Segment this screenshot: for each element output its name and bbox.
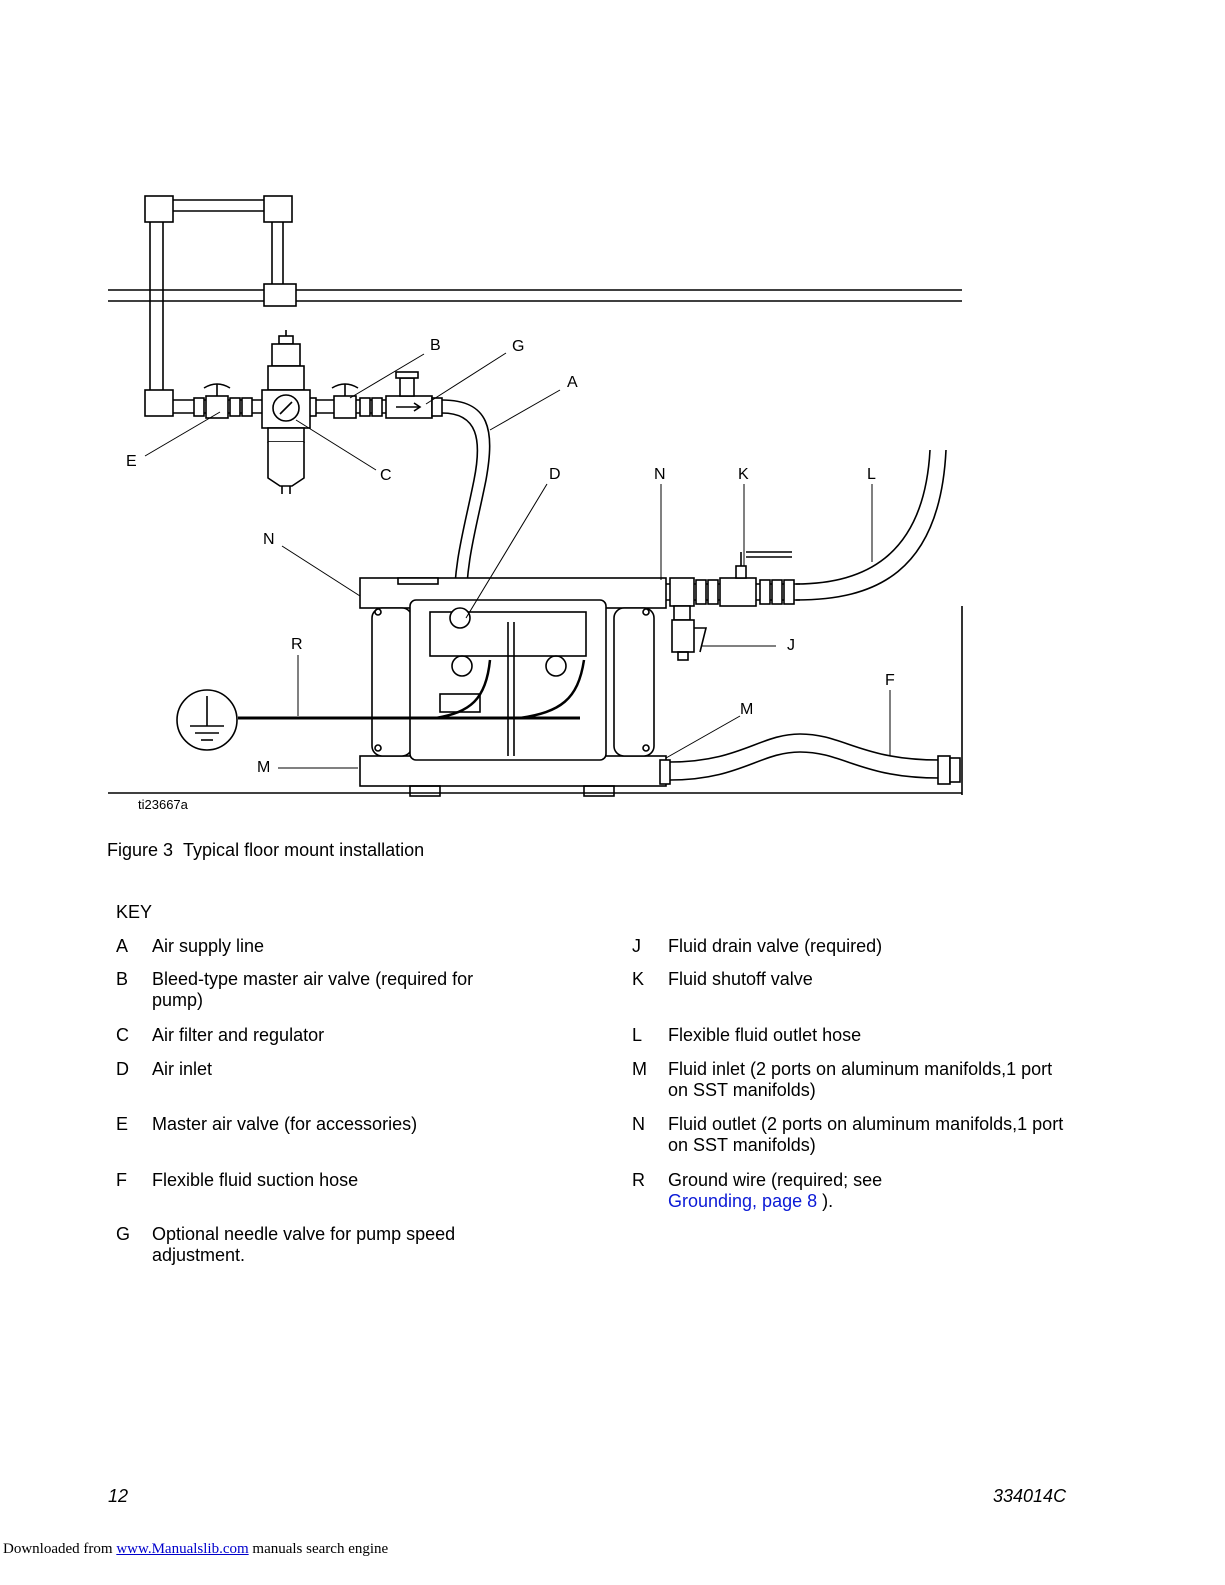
callout-leaders — [144, 352, 891, 769]
callout-b: B — [430, 337, 441, 354]
key-text: Flexible fluid outlet hose — [668, 1025, 862, 1045]
key-text: Flexible fluid suction hose — [152, 1170, 359, 1190]
manualslib-link[interactable]: www.Manualslib.com — [116, 1541, 249, 1557]
key-text: Air filter and regulator — [152, 1025, 325, 1045]
key-text: Air supply line — [152, 936, 265, 956]
page-number: 12 — [108, 1486, 129, 1506]
figure-caption-text: Typical floor mount installation — [183, 840, 425, 860]
key-letter: C — [116, 1025, 129, 1045]
key-letter: J — [632, 936, 641, 956]
ground-wire — [176, 659, 586, 751]
callout-d: D — [549, 466, 561, 483]
download-prefix: Downloaded from — [3, 1541, 117, 1557]
fluid-outlet-assembly — [666, 449, 963, 795]
download-suffix: manuals search engine — [248, 1541, 389, 1557]
key-text: Fluid outlet (2 ports on aluminum manifo… — [668, 1114, 1064, 1155]
key-text: Air inlet — [152, 1059, 213, 1079]
key-title: KEY — [116, 902, 153, 922]
key-letter: N — [632, 1114, 645, 1134]
key-text-suffix: ). — [817, 1191, 834, 1211]
key-text: Optional needle valve for pump speed adj… — [152, 1224, 456, 1265]
air-filter-regulator — [261, 330, 311, 494]
callout-n-outlet: N — [654, 466, 666, 483]
key-letter: R — [632, 1170, 645, 1190]
key-letter: G — [116, 1224, 131, 1244]
callout-j: J — [787, 637, 795, 654]
key-letter: B — [116, 969, 129, 989]
key-text: Fluid drain valve (required) — [668, 936, 883, 956]
key-letter: L — [632, 1025, 643, 1045]
air-supply-hose — [441, 399, 491, 611]
key-letter: M — [632, 1059, 647, 1079]
callout-k: K — [738, 466, 749, 483]
callout-c: C — [380, 467, 392, 484]
figure-number: Figure 3 — [107, 840, 174, 860]
key-text: Bleed-type master air valve (required fo… — [152, 969, 474, 1010]
download-note: Downloaded from www.Manualslib.com manua… — [3, 1541, 388, 1558]
pump-body — [359, 577, 667, 797]
fluid-inlet-assembly — [108, 733, 962, 794]
floor-mount-diagram — [108, 195, 963, 797]
key-text: Fluid inlet (2 ports on aluminum manifol… — [668, 1059, 1053, 1100]
callout-f: F — [885, 672, 895, 689]
key-text: Ground wire (required; see Grounding, pa… — [668, 1170, 948, 1212]
installation-figure: B G A E C D N K L N R J F M M ti23667a — [108, 195, 963, 812]
callout-g: G — [512, 338, 525, 355]
callout-l: L — [867, 466, 876, 483]
callout-m-pump: M — [257, 759, 271, 776]
key-letter: K — [632, 969, 645, 989]
air-drop-loop — [144, 195, 297, 417]
key-letter: E — [116, 1114, 129, 1134]
key-text: Fluid shutoff valve — [668, 969, 813, 989]
figure-caption: Figure 3 Typical floor mount installation — [107, 840, 424, 861]
grounding-link[interactable]: Grounding, page 8 — [668, 1191, 818, 1211]
figure-id-label: ti23667a — [138, 797, 188, 812]
key-text: Master air valve (for accessories) — [152, 1114, 418, 1134]
callout-a: A — [567, 374, 578, 391]
key-text-main: Ground wire (required; see — [668, 1170, 883, 1190]
callout-m-outlet-side: M — [740, 701, 754, 718]
key-letter: A — [116, 936, 129, 956]
key-letter: F — [116, 1170, 127, 1190]
key-letter: D — [116, 1059, 129, 1079]
callout-r: R — [291, 636, 303, 653]
callout-e: E — [126, 453, 137, 470]
document-number: 334014C — [993, 1486, 1067, 1506]
callout-n-pump: N — [263, 531, 275, 548]
air-header-pipe — [108, 289, 962, 302]
